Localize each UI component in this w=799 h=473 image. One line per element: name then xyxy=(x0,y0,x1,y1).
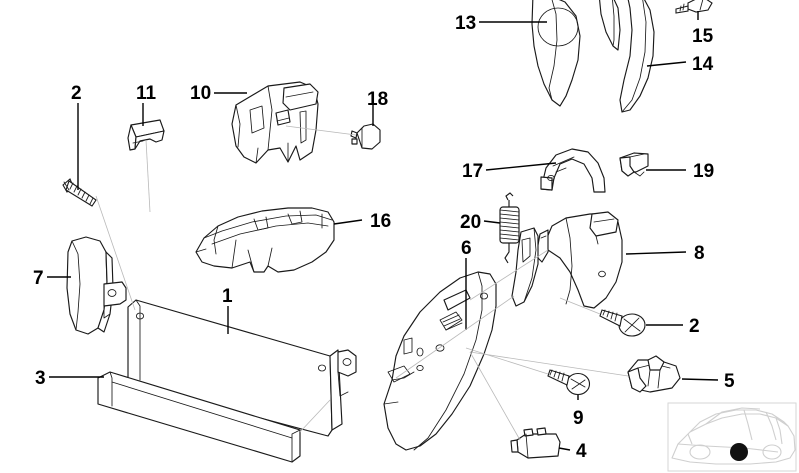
leader-18-ghost xyxy=(285,125,357,136)
part-handle-trim-16 xyxy=(195,207,335,273)
callout-18: 18 xyxy=(367,89,389,110)
part-screw-small-15 xyxy=(675,0,713,14)
callout-10: 10 xyxy=(190,83,212,104)
callout-2a: 2 xyxy=(71,83,82,104)
part-end-cap-7 xyxy=(66,236,127,335)
part-rail-cover-rear-8 xyxy=(511,211,623,309)
part-side-panel-lower-3 xyxy=(97,371,301,463)
part-screw-9 xyxy=(547,369,591,396)
ghost-line-8-rail xyxy=(469,249,549,301)
part-hinge-cover-17 xyxy=(540,148,606,193)
part-backrest-trim-strip-14 xyxy=(599,0,655,113)
part-backrest-trim-13 xyxy=(531,0,581,107)
part-plug-18 xyxy=(350,123,381,150)
callout-5: 5 xyxy=(724,371,735,392)
callout-9: 9 xyxy=(573,408,584,429)
callout-7: 7 xyxy=(33,268,44,289)
callout-8: 8 xyxy=(694,243,705,264)
leader-5 xyxy=(681,378,719,381)
callout-13: 13 xyxy=(455,13,477,34)
part-cover-cap-11 xyxy=(127,119,165,151)
leader-17 xyxy=(485,162,557,171)
part-tapping-screw-2a xyxy=(62,178,97,207)
callout-17: 17 xyxy=(462,161,484,182)
callout-11: 11 xyxy=(136,83,157,104)
vehicle-location-inset xyxy=(667,402,797,472)
ghost-line-7-1 xyxy=(95,195,136,311)
callout-4: 4 xyxy=(576,441,587,462)
callout-6: 6 xyxy=(461,238,472,259)
part-tension-spring-20 xyxy=(499,192,520,264)
part-rail-cover-front-10 xyxy=(231,81,319,164)
ghost-line-6-4 xyxy=(469,351,521,441)
leader-16 xyxy=(333,219,363,225)
ghost-line-5-6 xyxy=(469,351,629,377)
leader-8 xyxy=(625,251,687,255)
callout-3: 3 xyxy=(35,368,46,389)
part-clip-19 xyxy=(619,152,649,177)
callout-19: 19 xyxy=(693,161,715,182)
part-bracket-cap-5 xyxy=(627,355,681,393)
leader-20 xyxy=(483,220,501,224)
callout-20: 20 xyxy=(460,212,482,233)
leader-14 xyxy=(646,61,687,67)
callout-14: 14 xyxy=(692,54,714,75)
part-tapping-screw-2b xyxy=(599,309,646,337)
part-cover-cap-4 xyxy=(510,427,561,459)
ghost-line-1-3 xyxy=(299,399,331,433)
ghost-line-9-rail xyxy=(465,347,549,375)
callout-1: 1 xyxy=(222,286,233,307)
callout-16: 16 xyxy=(370,211,392,232)
ghost-line-8-6 xyxy=(395,295,515,379)
callout-15: 15 xyxy=(692,26,714,47)
leader-11-ghost xyxy=(145,139,151,213)
ghost-line-2b-8 xyxy=(559,297,601,315)
leader-4 xyxy=(558,447,571,451)
callout-2b: 2 xyxy=(689,316,700,337)
part-side-trim-rail-6 xyxy=(383,271,497,451)
